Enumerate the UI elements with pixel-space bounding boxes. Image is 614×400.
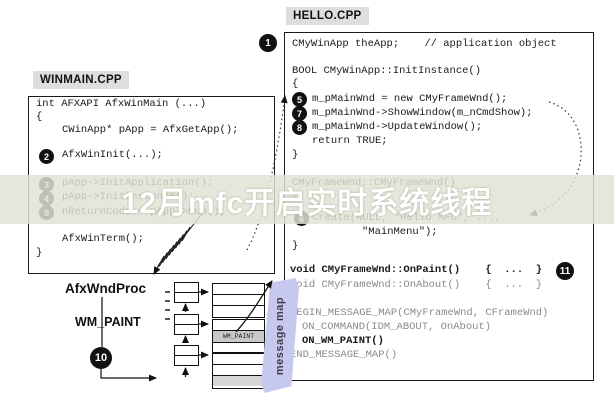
code-line: CMyWinApp theApp; // application object: [292, 38, 557, 50]
code-line: m_pMainWnd->UpdateWindow();: [312, 121, 483, 133]
message-map-table: [212, 353, 265, 389]
code-line: ON_COMMAND(IDM_ABOUT, OnAbout): [302, 321, 492, 333]
step-badge: 11: [556, 262, 574, 280]
step-badge: 10: [90, 347, 112, 369]
message-map-table: WM_PAINT: [212, 319, 265, 353]
code-line: {: [36, 111, 43, 123]
code-line-onpaint: void CMyFrameWnd::OnPaint() { ... }: [290, 264, 543, 276]
message-queue-box: [174, 345, 199, 366]
code-line: AfxWinInit(...);: [62, 149, 163, 161]
code-line: END_MESSAGE_MAP(): [290, 349, 398, 361]
message-queue-box: [174, 282, 199, 303]
code-line: CWinApp* pApp = AfxGetApp();: [62, 124, 239, 136]
code-line: }: [36, 247, 43, 259]
code-line: }: [292, 149, 299, 161]
wm-paint-entry: WM_PAINT: [213, 331, 264, 343]
step-badge: 1: [259, 34, 277, 52]
code-line: void CMyFrameWnd::OnAbout() { ... }: [290, 279, 543, 291]
message-queue-box: [174, 314, 199, 335]
code-line: return TRUE;: [312, 135, 388, 147]
afxwndproc-label: AfxWndProc: [65, 281, 146, 296]
wm-paint-label: WM_PAINT: [75, 315, 141, 329]
queue-ellipsis: [165, 291, 170, 325]
headline-text: 12月mfc开启实时系统线程: [121, 186, 493, 220]
code-line: m_pMainWnd = new CMyFrameWnd();: [312, 93, 508, 105]
step-badge: 5: [292, 92, 307, 107]
code-line: "MainMenu");: [362, 226, 438, 238]
hello-title: HELLO.CPP: [286, 7, 369, 25]
code-line: m_pMainWnd->ShowWindow(m_nCmdShow);: [312, 107, 533, 119]
winmain-title: WINMAIN.CPP: [33, 71, 129, 89]
code-line: {: [292, 78, 299, 90]
message-map-ribbon-label: message map: [274, 296, 286, 375]
code-line: BEGIN_MESSAGE_MAP(CMyFrameWnd, CFrameWnd…: [290, 307, 549, 319]
code-line: BOOL CMyWinApp::InitInstance(): [292, 65, 482, 77]
step-badge: 7: [292, 106, 307, 121]
headline-banner: 12月mfc开启实时系统线程: [0, 175, 614, 224]
step-badge: 8: [292, 120, 307, 135]
code-line: int AFXAPI AfxWinMain (...): [36, 98, 207, 110]
code-line-onwmpaint: ON_WM_PAINT(): [302, 335, 384, 347]
code-line: }: [292, 240, 299, 252]
step-badge: 2: [39, 149, 54, 164]
code-line: AfxWinTerm();: [62, 233, 144, 245]
message-map-table: [212, 283, 265, 318]
